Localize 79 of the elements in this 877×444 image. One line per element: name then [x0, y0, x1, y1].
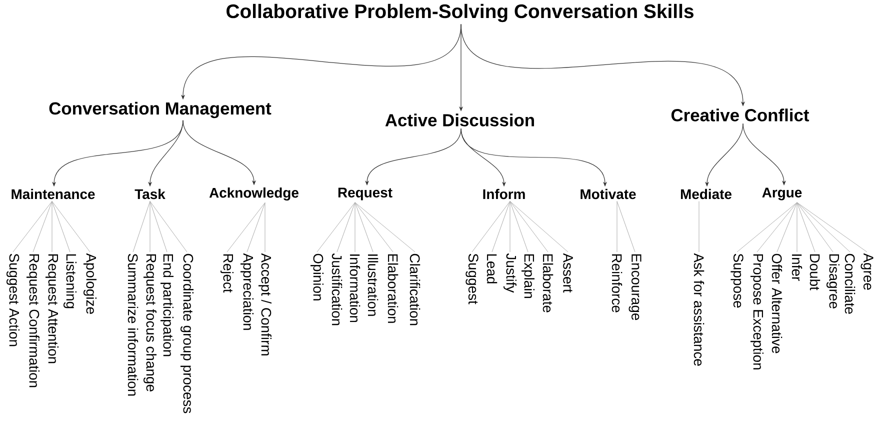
branch-line: [226, 202, 266, 252]
leaf-label: Suggest: [466, 254, 478, 304]
branch-line: [510, 201, 528, 252]
branch-line: [354, 202, 356, 252]
branch-line: [336, 202, 356, 252]
branch-line: [150, 201, 188, 252]
branch-line: [12, 201, 52, 252]
leaf-label: Request Attention: [46, 254, 59, 364]
branch-line: [354, 202, 394, 252]
leaf-label: Appreciation: [240, 253, 254, 330]
branch-line: [52, 201, 70, 252]
subcategory-label: Inform: [483, 188, 525, 200]
leaf-label: End participation: [160, 254, 174, 356]
leaf-label: Illustration: [368, 254, 378, 316]
branch-line: [246, 202, 266, 252]
leaf-label: Justification: [332, 253, 342, 326]
leaf-label: Clarification: [410, 254, 420, 326]
subcategory-label: Mediate: [680, 188, 732, 200]
subcategory-label: Maintenance: [12, 188, 95, 200]
branch-line: [132, 201, 150, 252]
leaf-label: Propose Exception: [750, 254, 764, 370]
leaf-label: Request Confirmation: [26, 254, 40, 388]
leaf-label: Opinion: [310, 254, 324, 300]
branch-line: [796, 202, 798, 252]
leaf-label: Agree: [860, 253, 874, 290]
leaf-label: Suppose: [730, 254, 744, 308]
subcategory-label: Request: [338, 188, 392, 200]
branch-line: [492, 201, 510, 252]
branch-line: [52, 201, 90, 252]
branch-line: [776, 202, 798, 252]
leaf-label: Assert: [563, 253, 573, 293]
category-label: Creative Conflict: [671, 108, 810, 122]
title-text: Collaborative Problem-Solving Conversation Skills: [226, 4, 694, 22]
leaf-label: Information: [350, 254, 360, 322]
branch-line: [796, 202, 816, 252]
leaf-label: Reinforce: [612, 254, 622, 312]
leaf-label: Doubt: [810, 254, 820, 290]
subcategory-label: Argue: [762, 188, 802, 200]
branch-line: [510, 201, 548, 252]
leaf-label: Explain: [522, 254, 534, 298]
category-label: Conversation Management: [49, 102, 272, 118]
branch-line: [736, 202, 798, 252]
leaf-label: Encourage: [628, 254, 642, 320]
leaf-label: Offer Alternative: [772, 254, 782, 354]
subcategory-label: Task: [134, 188, 166, 200]
leaf-label: Ask for assistance: [694, 253, 704, 366]
leaf-label: Summarize information: [128, 254, 138, 396]
leaf-label: Lead: [486, 254, 498, 284]
branch-line: [316, 202, 356, 252]
leaf-label: Coordinate group process: [180, 254, 194, 414]
branch-line: [32, 201, 52, 252]
branch-line: [510, 201, 568, 252]
branch-line: [698, 201, 700, 252]
leaf-label: Reject: [220, 254, 234, 293]
branch-line: [796, 202, 850, 252]
leaf-label: Request focus change: [144, 254, 156, 392]
branch-line: [264, 202, 266, 252]
branch-line: [472, 201, 510, 252]
leaf-label: Suggest Action: [6, 254, 20, 346]
leaf-label: Justify: [504, 253, 516, 293]
category-label: Active Discussion: [385, 114, 534, 126]
leaf-label: Disagree: [826, 254, 840, 308]
subcategory-label: Motivate: [580, 188, 636, 200]
leaf-label: Conciliate: [844, 254, 856, 314]
branch-line: [616, 201, 636, 252]
branch-line: [796, 202, 834, 252]
branch-line: [150, 201, 168, 252]
leaf-label: Listening: [64, 254, 77, 308]
branch-line: [354, 202, 374, 252]
leaf-label: Accept / Confirm: [258, 253, 272, 356]
branch-line: [796, 202, 868, 252]
leaf-label: Infer: [792, 254, 802, 281]
branch-line: [616, 201, 618, 252]
leaf-label: Elaborate: [542, 254, 554, 312]
branch-line: [756, 202, 798, 252]
leaf-label: Apologize: [84, 253, 97, 314]
subcategory-label: Acknowledge: [209, 187, 298, 201]
leaf-label: Elaboration: [388, 254, 398, 323]
branch-line: [354, 202, 416, 252]
